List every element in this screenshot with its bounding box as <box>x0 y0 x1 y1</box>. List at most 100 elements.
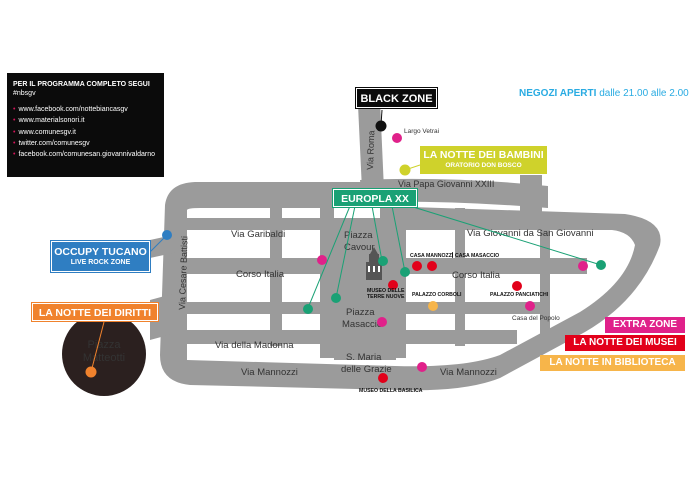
dot-largo-vetrai <box>392 133 402 143</box>
zone-label-bambini[interactable]: LA NOTTE DEI BAMBINI ORATORIO DON BOSCO <box>420 146 547 174</box>
road-vertical-2 <box>320 208 334 358</box>
street-via-roma: Via Roma <box>365 130 376 170</box>
block <box>284 316 318 328</box>
block <box>284 232 318 256</box>
dot-bambini <box>399 164 411 176</box>
street-via-papa: Via Papa Giovanni XXIII <box>398 179 494 189</box>
street-corso-italia-west: Corso Italia <box>236 269 285 280</box>
occupy-subtitle: LIVE ROCK ZONE <box>70 259 131 266</box>
city-blocks <box>196 125 612 358</box>
info-title: PER IL PROGRAMMA COMPLETO SEGUI <box>13 81 150 88</box>
link-materialsonori[interactable]: •www.materialsonori.it <box>13 117 85 125</box>
road-to-matteotti <box>150 290 187 340</box>
block <box>284 276 318 300</box>
bambini-title: LA NOTTE DEI BAMBINI <box>423 149 544 161</box>
link-facebook[interactable]: •www.facebook.com/nottebiancasgv <box>13 106 128 113</box>
block <box>467 276 537 300</box>
bullet-icon: • <box>13 151 16 159</box>
road-trim-1 <box>520 175 542 215</box>
street-via-mannozzi-east: Via Mannozzi <box>440 367 497 378</box>
street-via-madonna: Via della Madonna <box>215 340 294 351</box>
street-via-san-giovanni: Via Giovanni da San Giovanni <box>467 228 594 239</box>
shops-open-hours: dalle 21.00 alle 2.00 <box>599 88 689 99</box>
street-piazza-masaccio-2: Masaccio <box>342 319 382 330</box>
poi-museo-terre-2: TERRE NUOVE <box>367 294 405 300</box>
block <box>408 316 453 328</box>
poi-museo-basilica: MUSEO DELLA BASILICA <box>359 388 423 394</box>
block <box>196 276 268 300</box>
road-cesare-battisti <box>150 232 187 258</box>
link-twitter[interactable]: •twitter.com/comunesgv <box>13 139 90 147</box>
info-hashtag: #nbsgv <box>13 90 36 97</box>
street-largo-vetrai: Largo Vetrai <box>404 128 439 135</box>
street-piazza-cavour: Piazza <box>344 230 373 241</box>
block <box>467 232 537 256</box>
block <box>408 346 488 358</box>
block <box>552 276 582 300</box>
bambini-subtitle: ORATORIO DON BOSCO <box>445 162 522 169</box>
dot-musei-terre <box>388 280 398 290</box>
poi-casa-popolo: Casa del Popolo <box>512 315 560 322</box>
dot-musei-panciatichi <box>512 281 522 291</box>
street-piazza-cavour-2: Cavour <box>344 242 375 253</box>
dot-europla-1 <box>303 304 313 314</box>
zone-label-black[interactable]: BLACK ZONE <box>355 87 438 109</box>
zone-label-extra[interactable]: EXTRA ZONE <box>605 317 685 333</box>
shops-open-title: NEGOZI APERTI <box>519 88 597 99</box>
block <box>467 316 527 328</box>
connector-europla-2 <box>335 205 356 299</box>
street-corso-italia-east: Corso Italia <box>452 270 501 281</box>
dot-occupy <box>162 230 172 240</box>
zone-label-diritti[interactable]: LA NOTTE DEI DIRITTI <box>31 302 159 322</box>
bullet-icon: • <box>13 117 16 125</box>
connector-europla-5 <box>409 205 602 266</box>
street-delle-grazie: delle Grazie <box>341 364 392 375</box>
dot-musei-basilica <box>378 373 388 383</box>
zone-label-europla[interactable]: EUROPLA XX <box>332 188 418 208</box>
street-s-maria: S. Maria <box>346 352 382 363</box>
link-facebook-comune[interactable]: •facebook.com/comunesan.giovannivaldarno <box>13 151 156 159</box>
dot-extra-sgiovanni <box>578 261 588 271</box>
dot-europla-3 <box>378 256 388 266</box>
zone-label-musei[interactable]: LA NOTTE DEI MUSEI <box>565 335 685 351</box>
connector-diritti <box>90 321 105 373</box>
dot-extra-popolo <box>525 301 535 311</box>
road-via-garibaldi <box>187 218 627 230</box>
piazza-matteotti-circle <box>62 312 146 396</box>
dot-biblioteca <box>428 301 438 311</box>
dot-europla-5 <box>596 260 606 270</box>
dot-musei-masaccio <box>427 261 437 271</box>
block <box>196 232 268 256</box>
poi-casa-masaccio: CASA MASACCIO <box>455 253 499 259</box>
road-network <box>150 100 661 391</box>
info-links: •www.facebook.com/nottebiancasgv •www.ma… <box>13 104 158 160</box>
street-via-garibaldi: Via Garibaldi <box>231 229 285 240</box>
shops-open-notice: NEGOZI APERTI dalle 21.00 alle 2.00 <box>519 88 689 99</box>
block <box>196 316 268 328</box>
zone-label-biblioteca[interactable]: LA NOTTE IN BIBLIOTECA <box>540 355 685 371</box>
dot-extra-masaccio <box>377 317 387 327</box>
bullet-icon: • <box>13 128 16 136</box>
poi-dots <box>85 120 606 383</box>
road-vertical-4 <box>455 208 465 358</box>
piazza-area <box>334 220 396 360</box>
zone-label-occupy[interactable]: OCCUPY TUCANO LIVE ROCK ZONE <box>50 240 151 273</box>
dot-extra-cavour <box>317 255 327 265</box>
road-outer-ring <box>160 182 661 391</box>
dot-musei-mannozzi <box>412 261 422 271</box>
bullet-icon: • <box>13 139 16 147</box>
poi-casa-mannozzi: CASA MANNOZZI <box>410 253 454 259</box>
dot-diritti <box>85 366 97 378</box>
road-vertical-1 <box>270 208 282 358</box>
poi-palazzo-corboli: PALAZZO CORBOLI <box>412 292 462 298</box>
block <box>408 276 453 300</box>
poi-divider <box>452 252 453 258</box>
street-piazza-masaccio: Piazza <box>346 307 375 318</box>
dot-black-zone <box>375 120 387 132</box>
link-comunesgv[interactable]: •www.comunesgv.it <box>13 128 76 136</box>
block <box>196 346 316 358</box>
connector-europla-1 <box>307 205 351 309</box>
poi-museo-terre: MUSEO DELLE <box>367 288 405 294</box>
piazza-matteotti-label: Piazza <box>87 339 121 351</box>
